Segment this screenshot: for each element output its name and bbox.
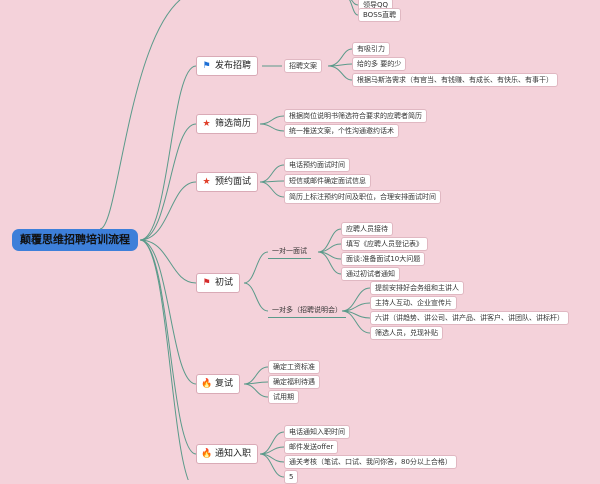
notify-item-1[interactable]: 电话通知入职时间 [284, 425, 350, 439]
one-to-many-item-4[interactable]: 筛选人员，兑现补贴 [370, 326, 443, 340]
second-item-3[interactable]: 试用期 [268, 390, 299, 404]
topic-appoint-label: 预约面试 [215, 177, 252, 187]
link-second-3 [243, 383, 269, 398]
second-item-2[interactable]: 确定福利待遇 [268, 375, 320, 389]
appoint-item-3[interactable]: 简历上标注预约时间及职位，合理安排面试时间 [284, 190, 441, 204]
link-top-1 [350, 0, 359, 6]
link-root-screen [139, 123, 197, 241]
link-notify-4 [259, 453, 285, 478]
link-root-appoint [139, 181, 197, 241]
one-to-many-item-3[interactable]: 六讲（讲趋势、讲公司、讲产品、讲客户、讲团队、讲标杆） [370, 311, 569, 325]
link-root-publish [139, 65, 197, 241]
screen-item-2[interactable]: 统一推送文案，个性沟通邀约话术 [284, 124, 399, 138]
flame-icon: 🔥 [201, 379, 213, 389]
one-on-one-item-4[interactable]: 通过初试者通知 [341, 267, 400, 281]
topic-screen[interactable]: ★ 筛选简历 [196, 114, 259, 134]
screen-item-1[interactable]: 根据岗位说明书筛选符合要求的应聘者简历 [284, 109, 427, 123]
link-screen-1 [259, 115, 285, 125]
topic-notify-label: 通知入职 [215, 449, 252, 459]
top-item-boss: BOSS直聘 [358, 8, 402, 22]
topic-appoint[interactable]: ★ 预约面试 [196, 172, 259, 192]
link-publish-1 [327, 48, 353, 67]
one-to-many-branch[interactable]: 一对多（招聘说明会） [268, 304, 346, 318]
appoint-item-2[interactable]: 短信或邮件确定面试信息 [284, 174, 371, 188]
link-root-second [139, 239, 197, 385]
link-publish-3 [327, 65, 353, 81]
flame-icon: 🔥 [201, 449, 213, 459]
topic-first-label: 初试 [215, 278, 234, 288]
topic-second-label: 复试 [215, 379, 234, 389]
link-appoint-1 [259, 164, 285, 183]
link-publish-2 [327, 63, 353, 67]
one-on-one-item-1[interactable]: 应聘人员接待 [341, 222, 393, 236]
one-to-many-item-1[interactable]: 提前安排好会务组和主讲人 [370, 281, 464, 295]
notify-item-3[interactable]: 通关考核（笔试、口试、我问你答，80分以上合格） [284, 455, 457, 469]
appoint-item-1[interactable]: 电话预约面试时间 [284, 158, 350, 172]
topic-screen-label: 筛选简历 [215, 119, 252, 129]
publish-sub-copywriting[interactable]: 招聘文案 [284, 59, 322, 73]
topic-notify[interactable]: 🔥通知入职 [196, 444, 259, 464]
topic-first[interactable]: ⚑ 初试 [196, 273, 241, 293]
link-screen-2 [259, 123, 285, 132]
link-first-11 [243, 251, 269, 284]
star-icon: ★ [202, 119, 211, 129]
link-appoint-3 [259, 181, 285, 198]
topic-second[interactable]: 🔥复试 [196, 374, 241, 394]
one-on-one-item-2[interactable]: 填写《应聘人员登记表》 [341, 237, 428, 251]
link-1m-4 [341, 310, 371, 334]
one-on-one-branch[interactable]: 一对一面试 [268, 245, 311, 259]
notify-item-4[interactable]: 5 [284, 470, 299, 484]
one-on-one-item-3[interactable]: 面谈:准备面试10大问题 [341, 252, 426, 266]
blue-flag-icon: ⚑ [202, 61, 211, 71]
second-item-1[interactable]: 确定工资标准 [268, 360, 320, 374]
one-to-many-item-2[interactable]: 主持人互动、企业宣传片 [370, 296, 457, 310]
topic-publish-label: 发布招聘 [215, 61, 252, 71]
publish-item-1[interactable]: 有吸引力 [352, 42, 390, 56]
notify-item-2[interactable]: 邮件发送offer [284, 440, 339, 454]
publish-item-3[interactable]: 根据马斯洛需求（有官当、有钱赚、有成长、有快乐、有事干） [352, 73, 558, 87]
link-first-1m [243, 282, 269, 312]
red-flag-icon: ⚑ [202, 278, 211, 288]
link-11-4 [317, 251, 342, 275]
link-root-first [139, 239, 197, 284]
star-icon: ★ [202, 177, 211, 187]
link-second-1 [243, 366, 269, 385]
link-top-2 [349, 0, 359, 16]
link-root-bottom [139, 239, 189, 480]
topic-publish[interactable]: ⚑ 发布招聘 [196, 56, 259, 76]
root-topic[interactable]: 颠覆思维招聘培训流程 [12, 229, 138, 251]
publish-item-2[interactable]: 给的多 要的少 [352, 57, 407, 71]
link-root-top [99, 0, 181, 230]
